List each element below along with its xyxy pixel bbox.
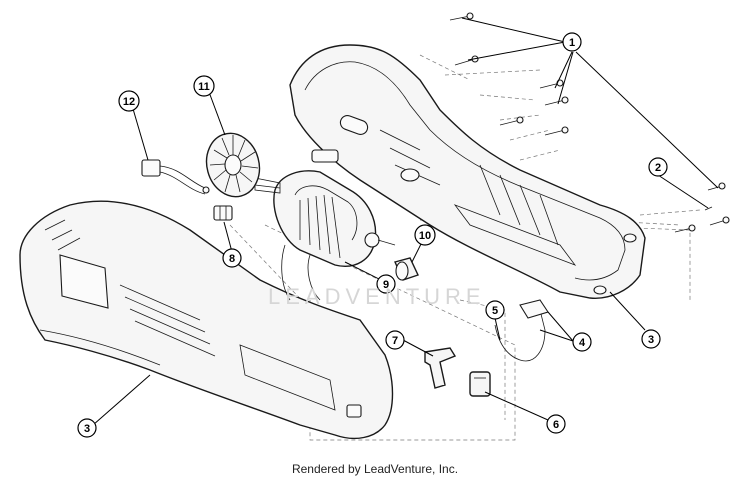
callout-3-left: 3: [77, 418, 97, 438]
callout-9: 9: [376, 274, 396, 294]
callout-10-label: 10: [419, 230, 431, 242]
callout-4-label: 4: [579, 337, 586, 349]
switch-bracket: [424, 347, 457, 389]
right-housing-half: [289, 44, 646, 299]
callout-6-label: 6: [553, 419, 559, 431]
motor-assembly: [254, 170, 396, 301]
callout-3-right: 3: [641, 329, 661, 349]
footer-credit: Rendered by LeadVenture, Inc.: [291, 462, 459, 476]
callout-8-label: 8: [229, 253, 235, 265]
wire-harness: [141, 159, 210, 195]
callout-10: 10: [414, 224, 436, 246]
callout-2: 2: [648, 157, 668, 177]
terminal-block: [213, 205, 233, 221]
trigger-switch: [469, 371, 491, 397]
left-housing-half: [19, 200, 394, 440]
callout-1: 1: [562, 32, 582, 52]
callout-6: 6: [546, 414, 566, 434]
callout-2-label: 2: [655, 162, 661, 174]
callout-5: 5: [485, 300, 505, 320]
callout-11-label: 11: [198, 81, 210, 93]
motor-bushing: [394, 257, 419, 281]
callout-5-label: 5: [492, 305, 498, 317]
callout-11: 11: [193, 75, 215, 97]
callout-12-label: 12: [123, 96, 135, 108]
callout-9-label: 9: [383, 279, 389, 291]
callout-12: 12: [118, 90, 140, 112]
callout-leaders: [92, 17, 719, 426]
callout-7-label: 7: [392, 335, 398, 347]
callout-1-label: 1: [569, 37, 575, 49]
watermark-text: LEADVENTURE: [268, 284, 486, 309]
callout-3-left-label: 3: [84, 423, 90, 435]
callout-7: 7: [385, 330, 405, 350]
cooling-fan: [205, 132, 261, 198]
callout-8: 8: [222, 248, 242, 268]
callout-3-right-label: 3: [648, 334, 654, 346]
callout-4: 4: [572, 332, 592, 352]
